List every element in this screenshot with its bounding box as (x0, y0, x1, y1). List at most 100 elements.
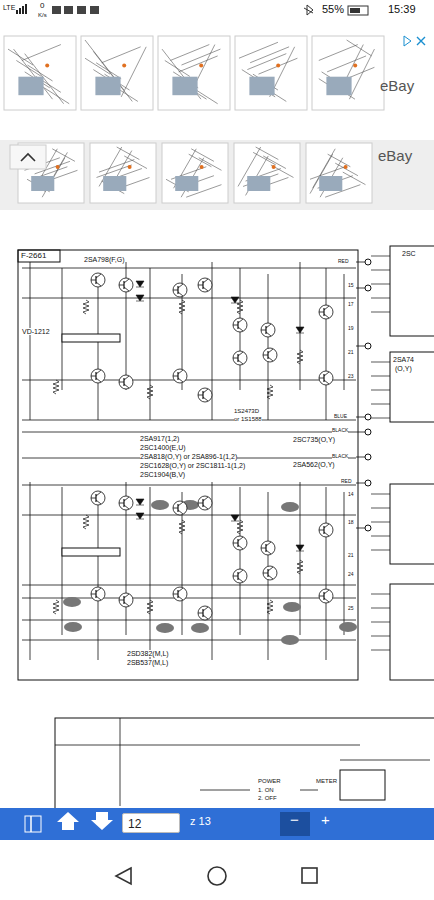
transistor-symbol (233, 318, 247, 332)
ad-marker (272, 165, 276, 169)
wire (371, 522, 390, 523)
ad-banner (0, 36, 434, 210)
ad-part (172, 77, 197, 96)
highlight-marker (156, 623, 174, 633)
amplifier-schematic (18, 246, 434, 680)
collapse-button (10, 145, 46, 169)
wire (238, 537, 243, 541)
wire (238, 570, 243, 574)
page-number-box: 12 (122, 813, 180, 833)
wire (91, 594, 96, 595)
wire (371, 608, 390, 609)
highlight-marker (63, 597, 81, 607)
wire (170, 45, 209, 61)
wire (198, 395, 203, 396)
highlight-marker (281, 635, 299, 645)
wire (203, 397, 208, 401)
wire (268, 349, 273, 353)
wire (371, 298, 390, 299)
wire (178, 378, 183, 382)
wire (319, 312, 324, 313)
wire (266, 550, 271, 554)
wire (199, 158, 222, 171)
resistor-symbol (297, 350, 303, 364)
ad-marker (128, 165, 132, 169)
wire (178, 596, 183, 600)
ad-thumbnail (312, 36, 384, 110)
terminal (365, 414, 371, 420)
part-label: 2SC1628(O,Y) or 2SC1811-1(1,2) (140, 462, 245, 469)
wire (179, 56, 218, 72)
chevron-icon (21, 154, 35, 161)
wire-color: RED (338, 259, 349, 264)
pin-number: 17 (348, 302, 354, 307)
wire (8, 49, 33, 65)
terminal (365, 429, 371, 435)
wire (320, 158, 343, 197)
wire (22, 268, 356, 269)
pin-number: 21 (348, 553, 354, 558)
pin-number: 19 (348, 326, 354, 331)
wire (233, 325, 238, 326)
wire (371, 550, 390, 551)
wire (119, 503, 124, 504)
schematic-frame (55, 718, 434, 818)
zoom-in: + (321, 812, 330, 827)
wire (324, 380, 329, 384)
resistor-symbol (297, 560, 303, 574)
wire (371, 362, 390, 363)
diode-symbol (296, 545, 304, 551)
part-label: 2SA798(F,G) (84, 256, 124, 263)
bluetooth-icon (304, 5, 313, 15)
pin-number: 21 (348, 350, 354, 355)
part-label: 2SA562(O,Y) (293, 461, 335, 468)
wire (203, 607, 208, 611)
ad-marker (200, 165, 204, 169)
wire (371, 622, 390, 623)
ad-thumbnail (4, 36, 76, 110)
notification-icon (77, 6, 86, 14)
wire (371, 494, 390, 495)
wire (239, 42, 278, 58)
ad-marker (344, 165, 348, 169)
wire (173, 376, 178, 377)
wire (173, 290, 178, 291)
pin-number: 23 (348, 374, 354, 379)
network-type: LTE (3, 4, 15, 11)
advertiser-name: eBay (378, 148, 412, 163)
wire (240, 487, 241, 635)
wire (30, 482, 31, 660)
page-count: z 13 (190, 816, 211, 827)
signal-bar (19, 8, 21, 14)
wire (300, 790, 318, 791)
wire (91, 280, 96, 281)
wire (371, 536, 390, 537)
terminal (365, 454, 371, 460)
wire (356, 457, 365, 458)
wire (238, 578, 243, 582)
ad-part (103, 176, 126, 191)
highlight-marker (151, 500, 169, 510)
wire (233, 543, 238, 544)
ad-part (31, 176, 54, 191)
diode-symbol (136, 295, 144, 301)
wire (371, 270, 390, 271)
wire (22, 298, 356, 299)
wire (124, 156, 147, 169)
transistor-symbol (119, 375, 133, 389)
signal-bar (22, 6, 24, 14)
clock: 15:39 (388, 4, 416, 15)
wire (178, 370, 183, 374)
wire (319, 530, 324, 531)
highlight-marker (191, 623, 209, 633)
transistor-symbol (261, 323, 275, 337)
wire (198, 285, 203, 286)
wire (343, 172, 366, 185)
wire (178, 502, 183, 506)
relay-box (340, 770, 385, 800)
part-label: 2SD382(M,L) (127, 650, 169, 657)
part-label: 2SC (402, 250, 416, 257)
partial-block (390, 484, 434, 564)
highlight-marker (64, 622, 82, 632)
